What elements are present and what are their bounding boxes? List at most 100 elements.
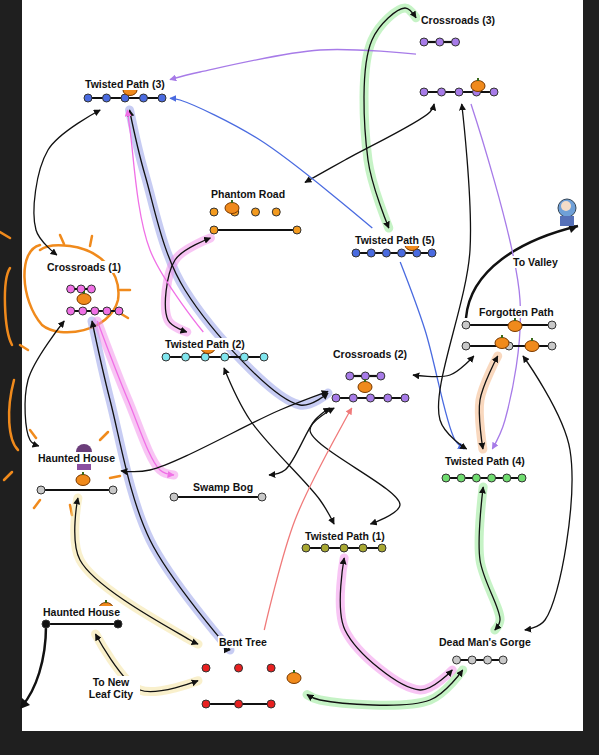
portal-dot	[361, 372, 369, 380]
portal-dot	[377, 372, 385, 380]
portal-dot	[42, 620, 50, 628]
pumpkin-icon	[495, 335, 509, 349]
area-name: Bent Tree	[218, 636, 268, 648]
map-area: Bent Tree	[200, 632, 305, 712]
exit-arrow	[22, 626, 46, 706]
portal-dot	[201, 353, 209, 361]
character-sprite	[558, 199, 576, 226]
portal-dot	[37, 486, 45, 494]
portal-dot	[258, 493, 266, 501]
portal-dot	[109, 486, 117, 494]
area-name: Crossroads (3)	[420, 14, 496, 26]
portal-dot	[103, 307, 111, 315]
area-name: Crossroads (2)	[332, 348, 408, 360]
area-name: Dead Man's Gorge	[438, 636, 532, 648]
map-area: Twisted Path (1)	[300, 526, 388, 556]
portal-dot	[442, 474, 450, 482]
route-highlight	[75, 498, 198, 644]
map-area: Dead Man's Gorge	[432, 632, 537, 668]
area-name: Twisted Path (2)	[164, 338, 246, 350]
map-area: Twisted Path (3)	[82, 74, 168, 108]
route-arrow	[438, 104, 470, 449]
map-area: Haunted House	[40, 602, 124, 632]
portal-dot	[428, 249, 436, 257]
route-highlight	[479, 487, 500, 630]
route-arrow	[75, 498, 198, 644]
portal-dot	[378, 544, 386, 552]
portal-dot	[260, 353, 268, 361]
portal-dot	[140, 94, 148, 102]
portal-dot	[162, 353, 170, 361]
portal-dot	[87, 285, 95, 293]
route-arrow	[307, 670, 463, 705]
portal-dot	[202, 700, 210, 708]
route-arrow	[130, 110, 328, 405]
route-arrow	[170, 49, 416, 79]
arrow-head	[20, 698, 30, 709]
portal-dot	[453, 656, 461, 664]
pumpkin-icon	[525, 338, 539, 352]
portal-dot	[91, 307, 99, 315]
area-name: Twisted Path (4)	[444, 455, 526, 467]
portal-dot	[382, 249, 390, 257]
route-arrow	[471, 104, 520, 449]
route-arrow	[121, 391, 328, 471]
route-highlight	[130, 110, 328, 405]
map-area: Phantom Road	[208, 184, 303, 236]
portal-dot	[340, 544, 348, 552]
portal-dot	[332, 394, 340, 402]
portal-dot	[457, 474, 465, 482]
route-arrow	[479, 487, 500, 630]
exit-arrow	[466, 226, 578, 318]
portal-dot	[67, 307, 75, 315]
route-arrow	[364, 8, 416, 228]
highlight-layer	[75, 8, 500, 705]
portal-dot	[158, 94, 166, 102]
portal-dot	[452, 38, 460, 46]
area-name: Forgotten Path	[478, 306, 555, 318]
route-arrow	[400, 262, 464, 449]
platform-bar	[166, 356, 264, 358]
route-arrow	[165, 238, 210, 332]
route-arrow	[340, 558, 452, 690]
portal-dot	[438, 88, 446, 96]
pumpkin-icon	[225, 200, 239, 214]
pumpkin-icon	[358, 379, 372, 393]
portal-dot	[170, 493, 178, 501]
portal-dot	[455, 88, 463, 96]
portal-dot	[468, 656, 476, 664]
map-area: Haunted House	[35, 448, 119, 496]
portal-dot	[548, 342, 556, 350]
map-area: Crossroads (1)	[44, 257, 125, 319]
area-name: Twisted Path (3)	[84, 78, 166, 90]
pumpkin-icon	[76, 472, 90, 486]
map-area: Twisted Path (2)	[160, 334, 270, 366]
area-name: Haunted House	[37, 452, 116, 464]
portal-dot	[84, 94, 92, 102]
portal-dot	[401, 394, 409, 402]
portal-dot	[367, 249, 375, 257]
pumpkin-icon	[471, 78, 485, 92]
portal-dot	[240, 353, 248, 361]
pumpkin-icon	[508, 318, 522, 332]
route-arrow	[523, 356, 572, 630]
route-highlight	[479, 356, 497, 449]
route-arrow	[170, 98, 372, 228]
area-name: Swamp Bog	[192, 481, 254, 493]
platform-bar	[457, 659, 504, 661]
platform-bar	[46, 623, 118, 625]
portal-dot	[115, 307, 123, 315]
portal-dot	[272, 208, 280, 216]
portal-dot	[346, 372, 354, 380]
portal-dot	[488, 474, 496, 482]
exit-label: To New Leaf City	[82, 676, 140, 700]
hand-marking	[0, 232, 130, 515]
map-area: Forgotten Path	[460, 302, 558, 354]
map-area: Swamp Bog	[168, 477, 268, 505]
portal-dot	[359, 544, 367, 552]
route-arrow	[34, 110, 100, 255]
portal-dot	[503, 474, 511, 482]
portal-dot	[252, 208, 260, 216]
portal-dot	[293, 226, 301, 234]
route-arrow	[224, 368, 334, 524]
